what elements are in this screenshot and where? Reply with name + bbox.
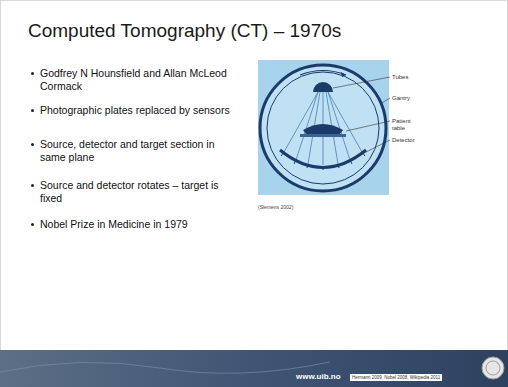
part-label: Patient table <box>392 118 418 132</box>
part-label: Tubes <box>392 74 418 81</box>
bullet-point: Source, detector and target section in s… <box>30 138 230 164</box>
bullet-point: Godfrey N Hounsfield and Allan McLeod Co… <box>30 67 230 93</box>
university-seal <box>482 357 504 379</box>
bullet-point: Photographic plates replaced by sensors <box>30 104 230 117</box>
part-label: Gantry <box>392 95 418 102</box>
image-caption: (Siemens 2002) <box>258 204 293 210</box>
footer-references: Hermann 2009, Nobel 2008, Wikipedia 2011 <box>350 374 442 381</box>
footer-url: www.uib.no <box>296 372 341 381</box>
bullet-point: Source and detector rotates – target is … <box>30 179 230 205</box>
footer-band <box>0 350 508 387</box>
ct-illustration <box>258 60 390 195</box>
bullet-point: Nobel Prize in Medicine in 1979 <box>30 218 230 231</box>
slide-title: Computed Tomography (CT) – 1970s <box>28 20 341 42</box>
part-label: Detector <box>392 137 418 144</box>
